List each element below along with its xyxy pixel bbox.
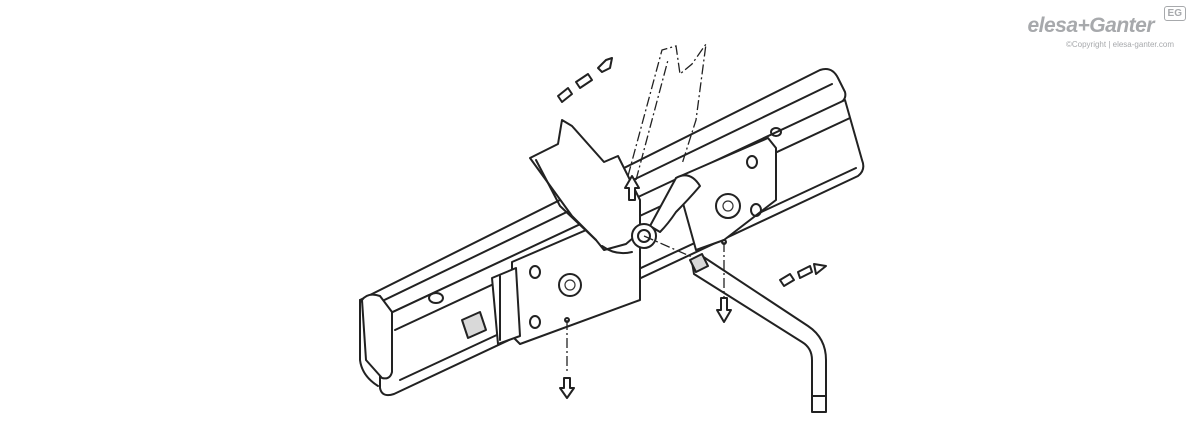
brand-logo: elesa+Ganter EG ©Copyright | elesa-gante… [1006,6,1186,54]
brand-wordmark: elesa+Ganter [1027,14,1154,37]
lever-ghost-outline [627,43,707,181]
down-arrow-right [716,297,732,323]
hex-key-tool [689,253,827,413]
brand-badge: EG [1163,6,1186,21]
down-arrow-left [559,377,575,399]
rotation-arrow-top [557,57,613,103]
up-arrow [624,175,640,201]
rotation-arrow-right [779,263,827,287]
hinge-plate-right [649,137,777,251]
copyright-text: ©Copyright | elesa-ganter.com [1065,40,1174,49]
clamp-lever [529,119,657,255]
